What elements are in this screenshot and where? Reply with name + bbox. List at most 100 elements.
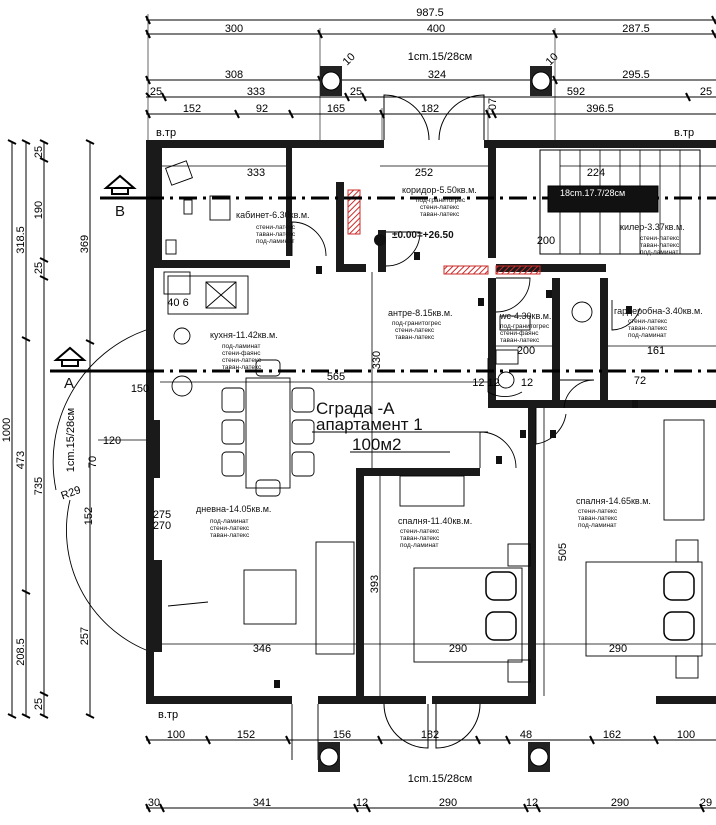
room-name: кухня-11.42кв.м. [210, 330, 278, 340]
interior-doors [52, 221, 641, 760]
axis-b-label: B [115, 203, 125, 220]
room-finish: стени-фаянс [222, 350, 261, 357]
vtr-2: в.тр [674, 127, 694, 139]
bottom-dimensions [145, 735, 716, 813]
dim-346: 346 [253, 643, 271, 655]
room-finish: стени-латекс [395, 327, 435, 334]
inner-walls [154, 148, 716, 704]
dim-bot2-6: 290 [611, 797, 629, 809]
room-name: коридор-5.50кв.м. [402, 185, 477, 195]
dim-bot-6: 162 [603, 729, 621, 741]
title-block [312, 431, 488, 453]
room-finish: стени-латекс [640, 235, 680, 242]
room-finish: таван-латекс [222, 364, 262, 371]
room-name: wc-4.30кв.м. [499, 311, 551, 321]
dim-left-mid-1: 318.5 [15, 226, 27, 254]
dim-left-in-4: 735 [33, 477, 45, 495]
dim-row4-4: 182 [421, 103, 439, 115]
room-finish: под-ламинат [628, 332, 667, 339]
dim-r29: R29 [59, 484, 82, 502]
dim-bot-4: 182 [421, 729, 439, 741]
room-kiler: килер-3.37кв.м. стени-латекс таван-латек… [620, 222, 685, 256]
top-doors [383, 94, 485, 141]
title-line1: Сграда -А [316, 399, 395, 418]
dim-row3-1: 25 [150, 86, 162, 98]
room-finish: под-ламинат [640, 249, 679, 256]
dim-row4-6: 396.5 [586, 103, 614, 115]
axis-a-label: A [64, 375, 74, 392]
dim-152: 152 [83, 507, 95, 525]
dim-406: 40 6 [167, 297, 188, 309]
room-spalnia-2: спалня-14.65кв.м. стени-латекс таван-лат… [576, 496, 651, 529]
room-finish: стени-латекс [256, 224, 296, 231]
bottom-doors [383, 703, 481, 749]
room-finish: таван-латекс [420, 211, 460, 218]
inner-dimension-lines [98, 165, 716, 696]
room-finish: стени-фаянс [500, 330, 539, 337]
axis-b-marker: B [100, 174, 146, 220]
demolished-walls [347, 189, 541, 275]
room-finish: под-ламинат [578, 522, 617, 529]
room-finish: таван-латекс [640, 242, 680, 249]
room-name: спалня-14.65кв.м. [576, 496, 651, 506]
dim-252: 252 [415, 167, 433, 179]
dim-bot2-5: 12 [526, 797, 538, 809]
dim-bot2-2: 341 [253, 797, 271, 809]
room-finish: таван-латекс [628, 325, 668, 332]
dim-224: 224 [587, 167, 605, 179]
room-name: килер-3.37кв.м. [620, 222, 685, 232]
dim-row2-3: 295.5 [622, 69, 650, 81]
dim-left-257: 257 [79, 627, 91, 645]
dim-row3-5: 25 [700, 86, 712, 98]
room-name: спалня-11.40кв.м. [398, 516, 472, 526]
pillows [485, 571, 695, 641]
room-finish: стени-латекс [420, 204, 460, 211]
room-spalnia-1: спалня-11.40кв.м. стени-латекс таван-лат… [398, 516, 472, 549]
dim-200-top: 200 [537, 235, 555, 247]
dim-top-3: 287.5 [622, 23, 650, 35]
dim-row3-2: 333 [247, 86, 265, 98]
level-mark: ±0.00=+26.50 [392, 230, 454, 241]
room-finish: стени-латекс [628, 318, 668, 325]
dim-total: 987.5 [416, 7, 444, 19]
room-name: гардеробна-3.40кв.м. [614, 306, 703, 316]
room-finish: под-ламинат [210, 518, 249, 525]
vtr-3: в.тр [158, 709, 178, 721]
room-garderobna: гардеробна-3.40кв.м. стени-латекс таван-… [614, 306, 703, 339]
dim-bot-5: 48 [520, 729, 532, 741]
dim-row4-2: 92 [256, 103, 268, 115]
room-finish: стени-латекс [578, 508, 618, 515]
room-finish: таван-латекс [210, 532, 250, 539]
dim-bot2-7: 29 [700, 797, 712, 809]
dim-row4-3: 165 [327, 103, 345, 115]
dim-393: 393 [369, 575, 381, 593]
room-kuhnia: кухня-11.42кв.м. под-ламинат стени-фаянс… [210, 330, 278, 371]
room-finish: под-гранитогрес [416, 197, 466, 204]
dim-333: 333 [247, 167, 265, 179]
dim-72: 72 [634, 375, 646, 387]
dim-left-in-1: 25 [33, 146, 45, 158]
title-line2: апартамент 1 [316, 415, 423, 434]
dim-275: 275 [153, 509, 171, 521]
room-name: антре-8.15кв.м. [388, 308, 453, 318]
dim-70: 70 [87, 456, 99, 468]
room-finish: таван-латекс [395, 334, 435, 341]
room-koridor: коридор-5.50кв.м. под-гранитогрес стени-… [402, 185, 477, 218]
vtr-1: в.тр [156, 127, 176, 139]
staircase [539, 149, 701, 255]
room-name: кабинет-6.30кв.м. [236, 210, 310, 220]
dim-row3-4: 592 [567, 86, 585, 98]
bottom-columns [318, 742, 550, 772]
dim-bot-2: 152 [237, 729, 255, 741]
dim-bot-1: 100 [167, 729, 185, 741]
room-kabinet: кабинет-6.30кв.м. стени-латекс таван-лат… [236, 210, 310, 245]
room-finish: под-ламинат [256, 238, 295, 245]
stair-label: 18cm.17.7/28см [560, 188, 625, 198]
dim-row4-1: 152 [183, 103, 201, 115]
dim-top-1: 300 [225, 23, 243, 35]
top-stair-label: 1cm.15/28см [408, 51, 472, 63]
outer-walls [146, 140, 716, 704]
dim-bot2-4: 290 [439, 797, 457, 809]
top-col-dim-2: 10 [544, 51, 561, 68]
dim-bot-3: 156 [333, 729, 351, 741]
